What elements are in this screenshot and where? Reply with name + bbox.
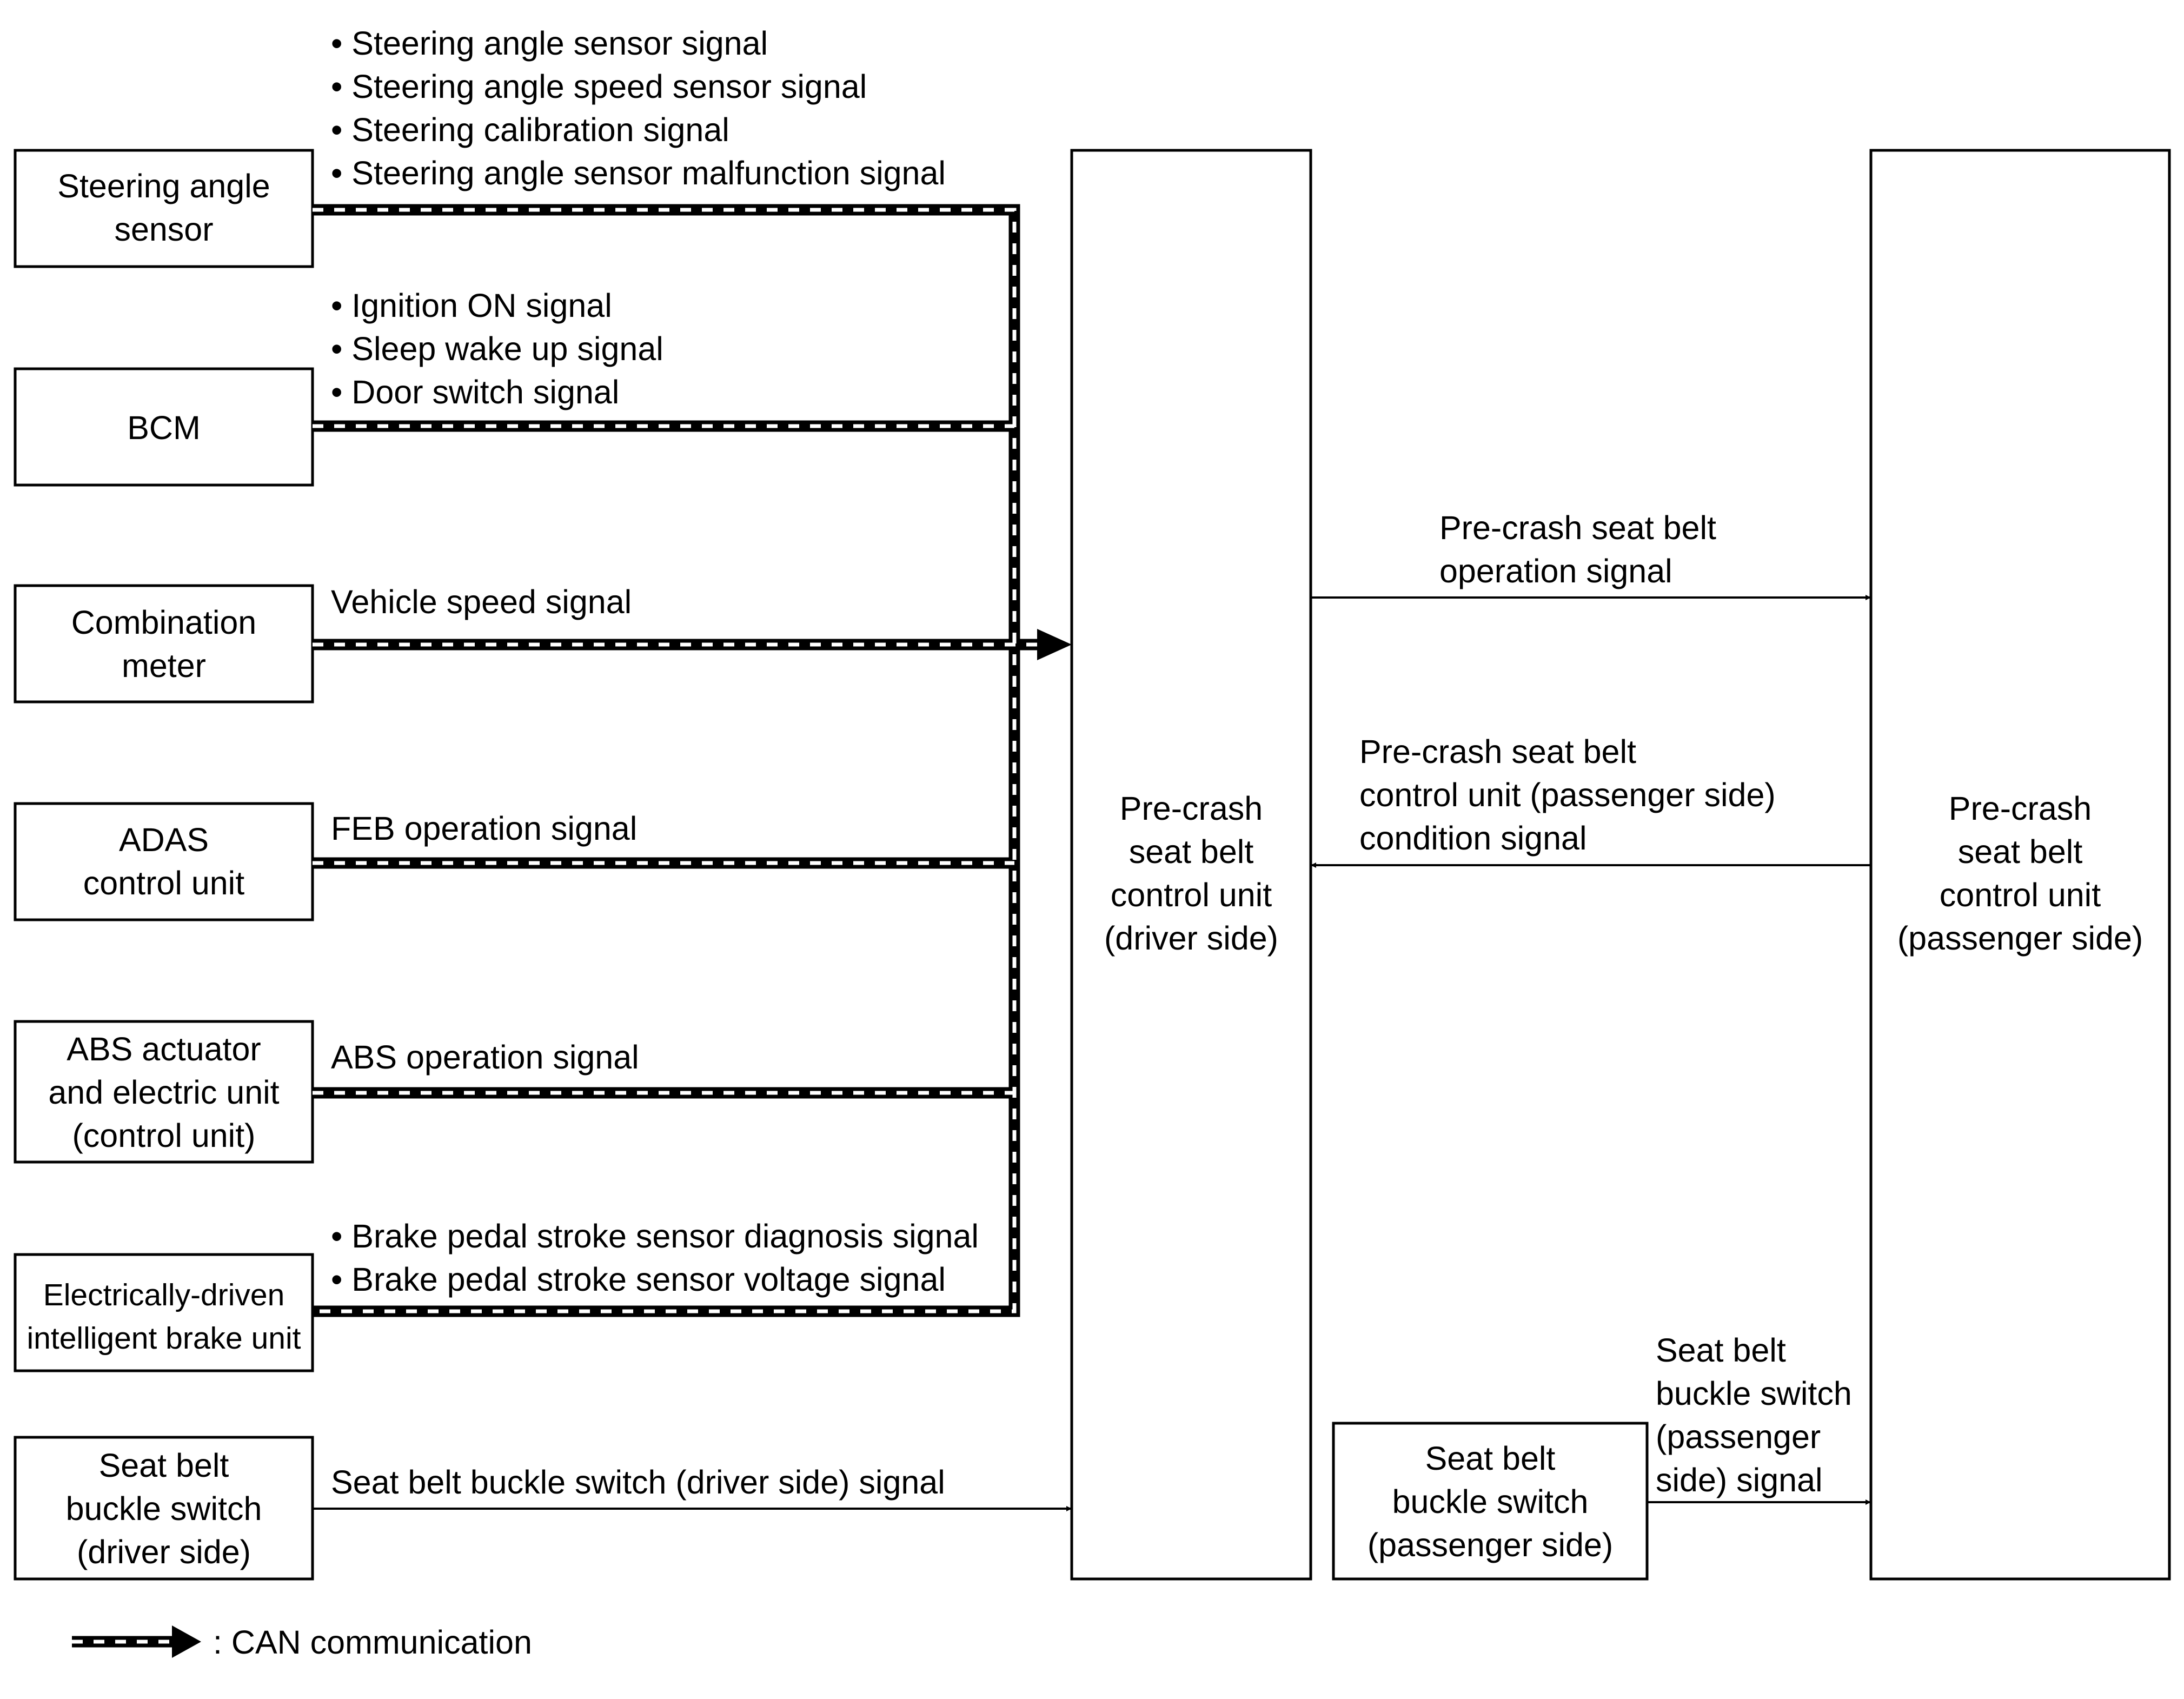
legend-can-label: : CAN communication	[213, 1624, 532, 1661]
feb-operation-signal-label: FEB operation signal	[331, 810, 637, 847]
signal-label: • Steering angle speed sensor signal	[331, 68, 867, 105]
signal-label: • Brake pedal stroke sensor diagnosis si…	[331, 1218, 979, 1255]
seat-belt-buckle-passenger-box: Seat belt buckle switch (passenger side)	[1332, 1422, 1649, 1581]
precrash-driver-box: Pre-crash seat belt control unit (driver…	[1070, 149, 1312, 1581]
module-label: Pre-crash	[1120, 790, 1263, 827]
passenger-buckle-signal: Seat belt buckle switch (passenger side)…	[1647, 1332, 1871, 1505]
signal-label: • Steering angle sensor signal	[331, 25, 768, 62]
bcm-signals: • Ignition ON signal • Sleep wake up sig…	[331, 287, 663, 410]
abs-actuator-box: ABS actuator and electric unit (control …	[14, 1020, 314, 1164]
signal-label: (passenger	[1656, 1418, 1821, 1455]
driver-buckle-signal: Seat belt buckle switch (driver side) si…	[313, 1464, 1072, 1511]
module-label: control unit	[1940, 877, 2101, 913]
signal-label: operation signal	[1439, 553, 1672, 589]
module-label: Steering angle	[57, 168, 270, 204]
signal-label: buckle switch	[1656, 1375, 1852, 1412]
seat-belt-buckle-driver-box: Seat belt buckle switch (driver side)	[14, 1436, 314, 1581]
module-label: buckle switch	[66, 1490, 262, 1527]
module-label: control unit	[1111, 877, 1272, 913]
signal-label: • Ignition ON signal	[331, 287, 612, 324]
module-label: sensor	[114, 211, 213, 248]
precrash-passenger-box: Pre-crash seat belt control unit (passen…	[1869, 149, 2171, 1581]
signal-label: Seat belt	[1656, 1332, 1786, 1369]
module-label: Pre-crash	[1949, 790, 2092, 827]
module-label: buckle switch	[1392, 1483, 1589, 1520]
module-label: Seat belt	[1425, 1440, 1556, 1477]
can-bus	[313, 204, 1072, 1317]
module-label: BCM	[127, 409, 201, 446]
abs-operation-signal-label: ABS operation signal	[331, 1039, 639, 1076]
signal-label: control unit (passenger side)	[1359, 777, 1776, 813]
steering-angle-sensor-box: Steering angle sensor	[14, 149, 314, 268]
module-label: (control unit)	[72, 1117, 255, 1154]
can-arrow-head	[1037, 629, 1072, 660]
bcm-box: BCM	[14, 367, 314, 487]
signal-label: • Steering angle sensor malfunction sign…	[331, 155, 946, 191]
vehicle-speed-signal-label: Vehicle speed signal	[331, 583, 632, 620]
module-label: Combination	[71, 604, 256, 641]
legend-can-arrow-icon	[172, 1625, 201, 1658]
signal-label: side) signal	[1656, 1462, 1823, 1498]
module-label: seat belt	[1958, 833, 2083, 870]
signal-label: • Sleep wake up signal	[331, 330, 663, 367]
adas-control-unit-box: ADAS control unit	[14, 802, 314, 921]
operation-signal: Pre-crash seat belt operation signal	[1311, 509, 1871, 600]
module-label: seat belt	[1129, 833, 1254, 870]
module-label: Electrically-driven	[43, 1278, 285, 1312]
signal-label: Seat belt buckle switch (driver side) si…	[331, 1464, 945, 1501]
module-label: intelligent brake unit	[27, 1321, 301, 1356]
module-label: Seat belt	[99, 1447, 229, 1484]
signal-label: • Steering calibration signal	[331, 111, 729, 148]
module-label: (passenger side)	[1368, 1527, 1613, 1563]
signal-label: condition signal	[1359, 820, 1587, 857]
signal-label: Pre-crash seat belt	[1439, 509, 1716, 546]
module-label: (driver side)	[1104, 920, 1278, 957]
signal-label: Pre-crash seat belt	[1359, 733, 1636, 770]
brake-signals: • Brake pedal stroke sensor diagnosis si…	[331, 1218, 979, 1298]
electric-brake-unit-box: Electrically-driven intelligent brake un…	[14, 1253, 314, 1372]
module-label: ABS actuator	[67, 1031, 261, 1067]
module-label: ADAS	[119, 821, 209, 858]
module-label: (passenger side)	[1897, 920, 2143, 957]
module-label: (driver side)	[77, 1534, 251, 1570]
legend: : CAN communication	[72, 1624, 532, 1661]
module-label: and electric unit	[48, 1074, 279, 1111]
signal-label: • Brake pedal stroke sensor voltage sign…	[331, 1261, 946, 1298]
module-label: meter	[122, 647, 206, 684]
steering-signals: • Steering angle sensor signal • Steerin…	[331, 25, 946, 191]
condition-signal: Pre-crash seat belt control unit (passen…	[1311, 733, 1871, 868]
combination-meter-box: Combination meter	[14, 584, 314, 704]
signal-label: • Door switch signal	[331, 374, 619, 410]
module-label: control unit	[83, 865, 244, 901]
